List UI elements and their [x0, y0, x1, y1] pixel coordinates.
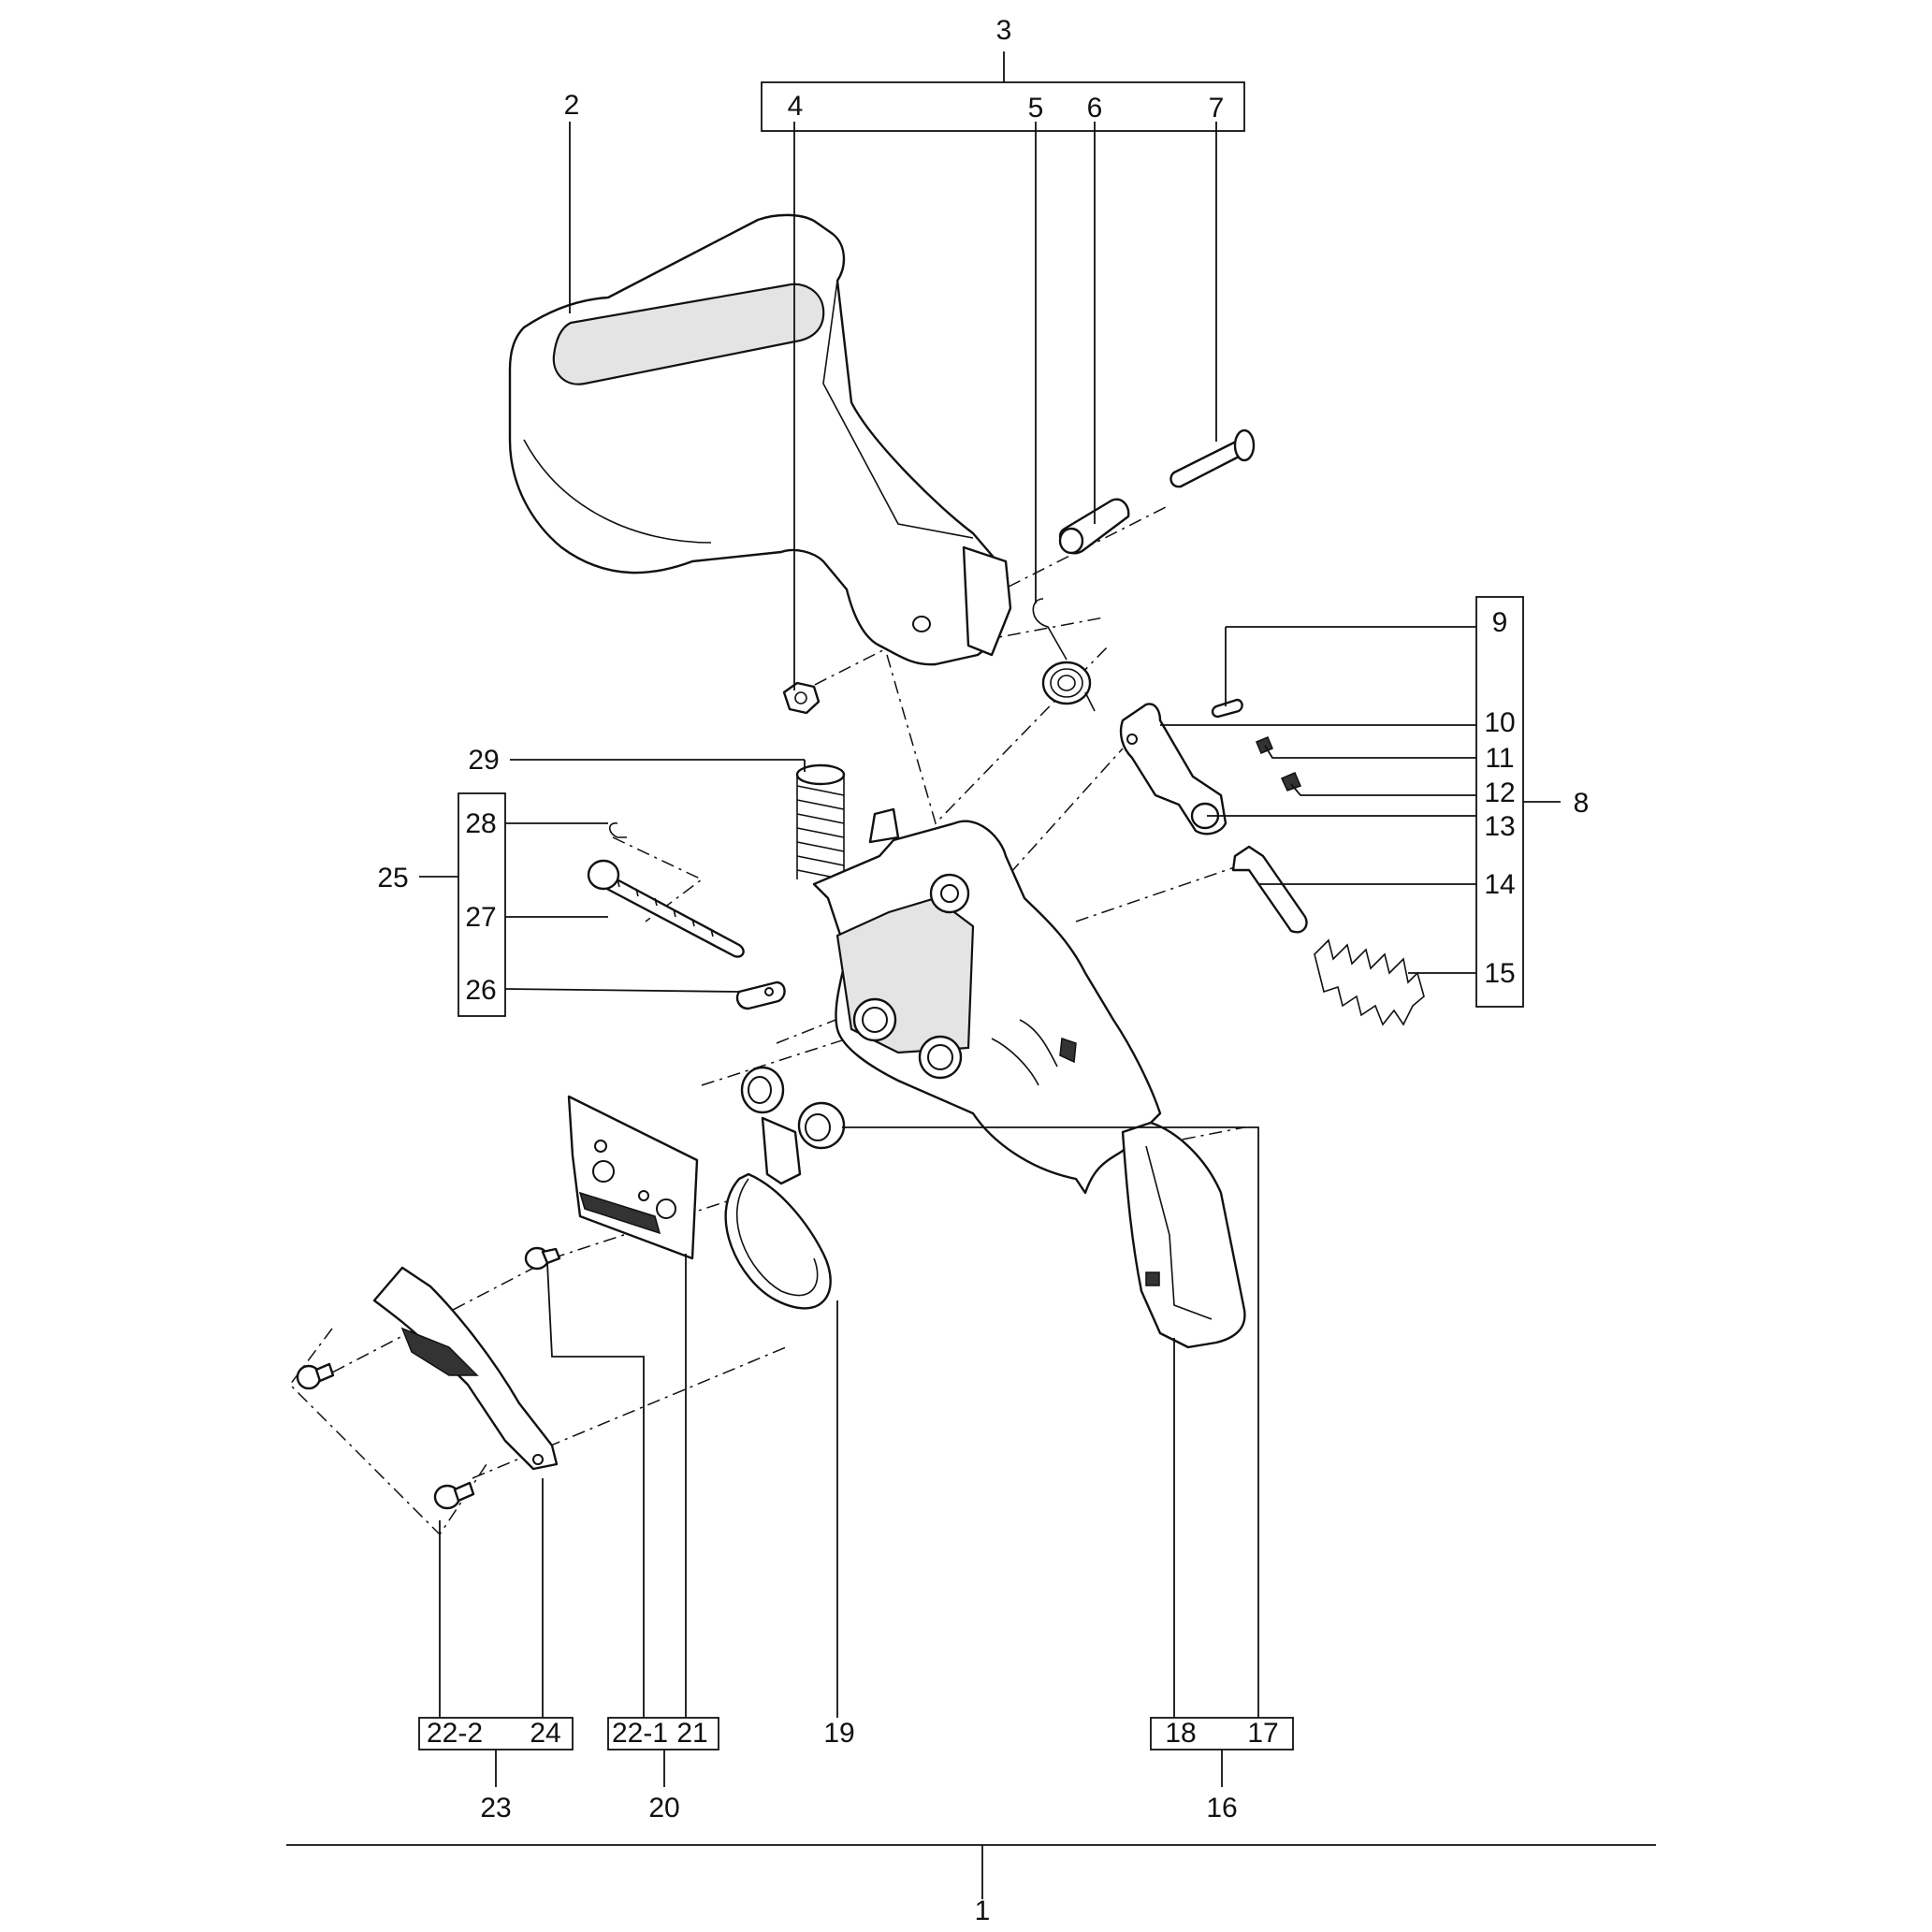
callout-22-1: 22-1: [612, 1718, 668, 1749]
tensioner-screw-part-27: [587, 859, 745, 958]
chain-brake-handle: [508, 213, 1012, 666]
callout-3: 3: [996, 15, 1012, 46]
clutch-cover: [812, 807, 1162, 1195]
group-box-23: [418, 1717, 574, 1787]
callout-7: 7: [1209, 93, 1225, 123]
lever-part-10: [1119, 703, 1227, 835]
e-clip-part-28: [608, 822, 627, 838]
callout-14: 14: [1484, 869, 1515, 900]
screw-part-22-2b: [433, 1481, 475, 1510]
torsion-spring-part-5: [1032, 598, 1096, 712]
callout-9: 9: [1492, 607, 1508, 638]
callout-23: 23: [480, 1793, 511, 1823]
callout-20: 20: [648, 1793, 679, 1823]
callout-21: 21: [676, 1718, 707, 1749]
callout-15: 15: [1484, 958, 1515, 989]
chain-guide-part-24: [372, 1266, 559, 1471]
callout-29: 29: [468, 745, 499, 776]
bushing-part-17a: [740, 1066, 785, 1114]
callout-12: 12: [1484, 777, 1515, 808]
pin-part-7: [1169, 429, 1256, 488]
tensioner-nut-part-26: [735, 981, 786, 1010]
callout-19: 19: [823, 1718, 854, 1749]
spring-part-29: [795, 763, 846, 880]
group-box-3: [761, 51, 1245, 132]
group-box-16: [1150, 1717, 1294, 1787]
leader-lines: [439, 122, 1476, 1718]
callout-labels: 1 2 3 4 5 6 7 8 9 10 11 12 13 14 15 16 1…: [377, 15, 1589, 1926]
lever-part-14: [1231, 845, 1308, 934]
nut-part-4: [782, 681, 821, 715]
callout-1: 1: [975, 1896, 991, 1926]
screw-part-12: [1280, 772, 1302, 792]
callout-27: 27: [465, 902, 496, 933]
brake-band-part-19: [724, 1116, 832, 1310]
group-box-20: [607, 1717, 719, 1787]
pin-part-9: [1211, 698, 1243, 719]
callout-16: 16: [1206, 1793, 1237, 1823]
screw-part-11: [1256, 736, 1273, 754]
sleeve-part-6: [1058, 498, 1130, 555]
callout-26: 26: [465, 975, 496, 1006]
bottom-rule: [286, 1844, 1656, 1899]
callout-17: 17: [1247, 1718, 1278, 1749]
callout-13: 13: [1484, 811, 1515, 842]
group-box-8: [1475, 596, 1561, 1008]
callout-11: 11: [1485, 743, 1514, 774]
callout-22-2: 22-2: [427, 1718, 483, 1749]
callout-18: 18: [1165, 1718, 1196, 1749]
bolt-part-22-1: [524, 1246, 561, 1271]
plate-part-21: [567, 1095, 699, 1260]
callout-28: 28: [465, 808, 496, 839]
callout-8: 8: [1574, 788, 1590, 819]
bar-cover-part-18: [1121, 1121, 1246, 1349]
callout-10: 10: [1484, 707, 1515, 738]
callout-4: 4: [788, 91, 804, 122]
bushing-part-17b: [797, 1101, 846, 1150]
group-box-25: [419, 792, 506, 1017]
callout-6: 6: [1087, 93, 1103, 123]
callout-24: 24: [530, 1718, 560, 1749]
callout-25: 25: [377, 863, 408, 893]
callout-5: 5: [1028, 93, 1044, 123]
screw-part-22-2a: [296, 1362, 335, 1390]
callout-2: 2: [564, 90, 580, 121]
spring-part-15: [1314, 938, 1425, 1026]
